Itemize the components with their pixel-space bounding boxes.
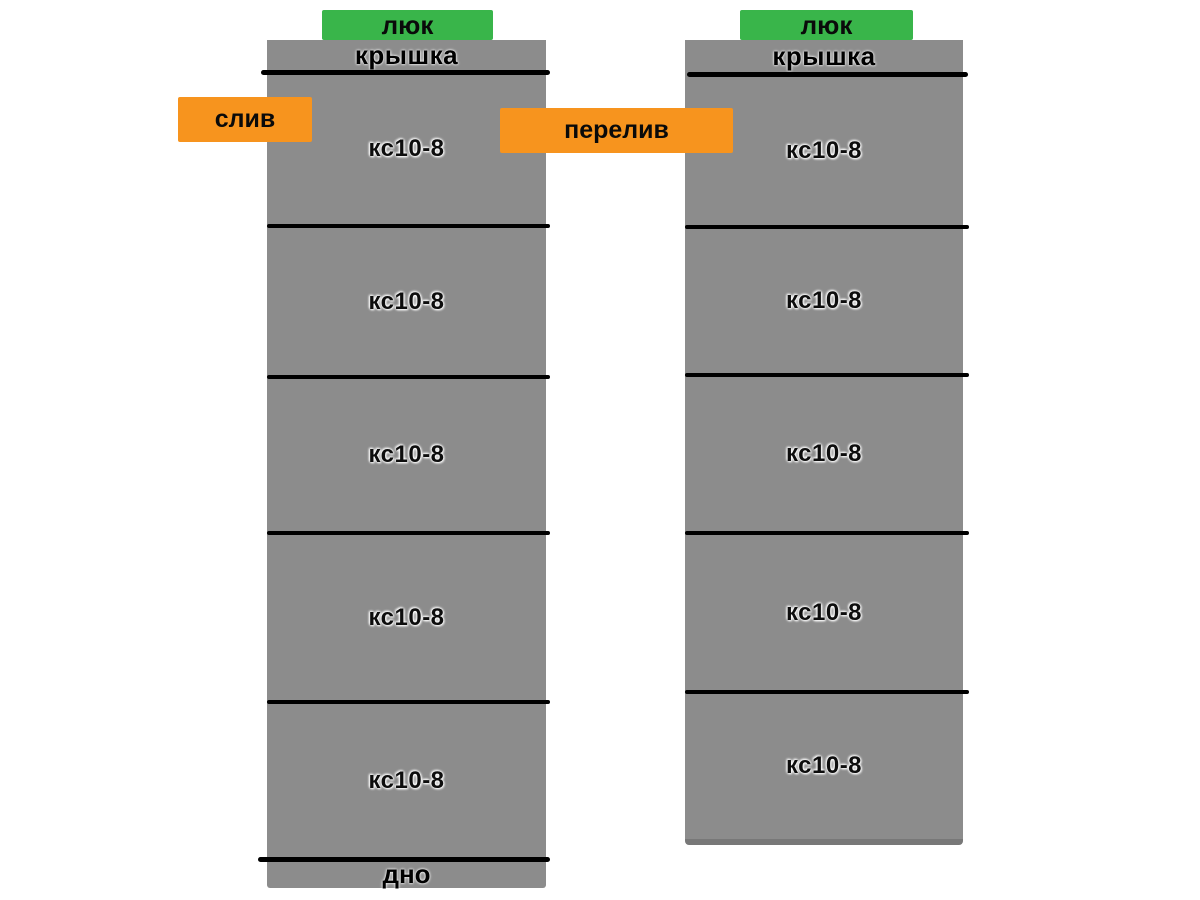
right-tank-column: крышка кс10-8 кс10-8 кс10-8 кс10-8 кс10-… (685, 40, 969, 845)
right-hatch-badge: люк (740, 10, 913, 40)
left-ring-label-5: кс10-8 (368, 766, 445, 794)
drain-badge: слив (178, 97, 312, 142)
left-ring-divider-3 (267, 531, 550, 535)
left-bottom-label: дно (382, 858, 431, 889)
left-ring-label-4: кс10-8 (368, 603, 445, 631)
right-ring-label-4: кс10-8 (785, 598, 863, 626)
left-cover-line (261, 70, 550, 75)
overflow-badge: перелив (500, 108, 733, 153)
right-ring-divider-2 (685, 373, 969, 377)
left-tank-column: крышка кс10-8 кс10-8 кс10-8 кс10-8 кс10-… (258, 39, 550, 889)
left-ring-label-3: кс10-8 (368, 441, 445, 468)
left-cover-label: крышка (354, 39, 459, 70)
right-ring-divider-4 (685, 690, 969, 694)
left-bottom-line (258, 857, 550, 862)
right-ring-divider-3 (685, 531, 969, 535)
left-ring-divider-4 (267, 700, 550, 704)
right-ring-label-5: кс10-8 (785, 751, 863, 779)
left-ring-label-2: кс10-8 (368, 287, 445, 315)
right-ring-divider-1 (685, 225, 969, 229)
right-ring-label-2: кс10-8 (785, 287, 863, 314)
left-ring-divider-2 (267, 375, 550, 379)
right-cover-label: крышка (772, 40, 876, 71)
right-ring-label-3: кс10-8 (785, 440, 863, 467)
left-hatch-badge: люк (322, 10, 493, 40)
left-ring-label-1: кс10-8 (368, 135, 445, 162)
left-ring-divider-1 (267, 224, 550, 228)
right-cover-line (687, 72, 968, 77)
right-ring-label-1: кс10-8 (785, 136, 863, 164)
